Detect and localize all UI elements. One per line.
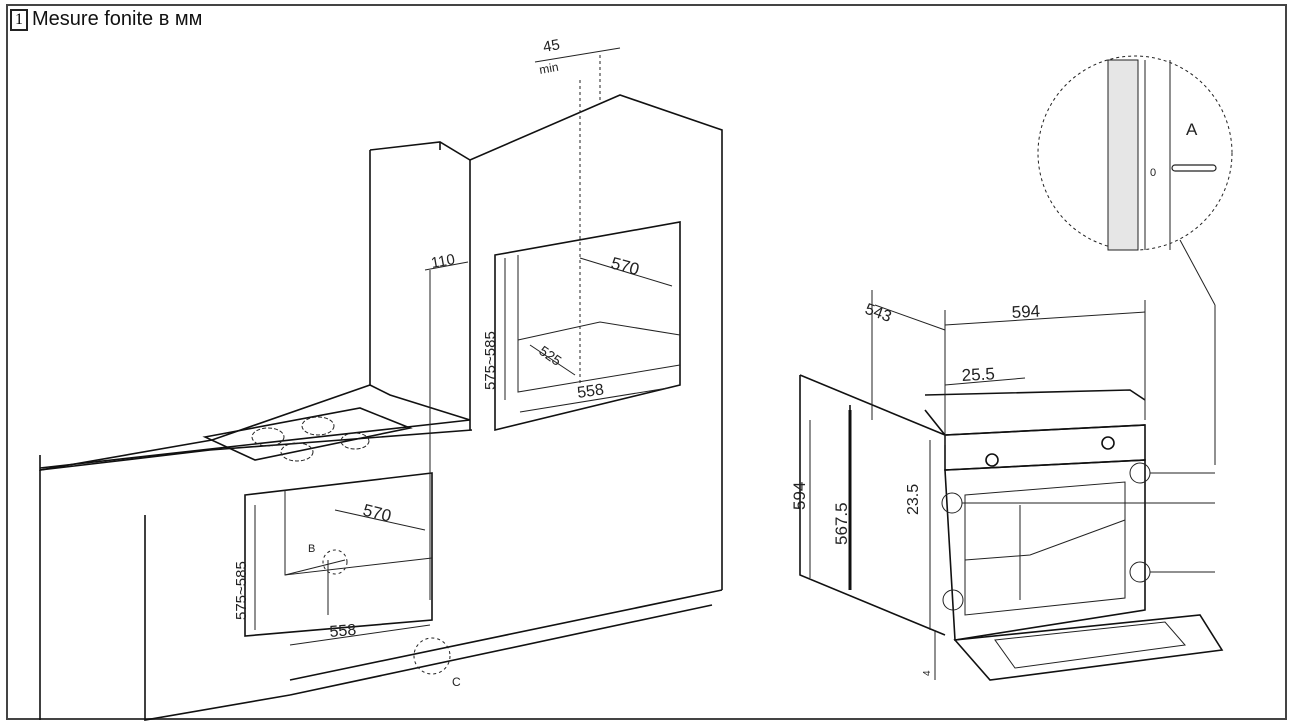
burner-icon — [301, 416, 335, 436]
marker-c: C — [452, 675, 461, 689]
dim-oven-foot: 4 — [922, 670, 933, 676]
knob-icon — [985, 453, 999, 467]
detail-a-magnifier — [1037, 55, 1233, 465]
figure-frame — [6, 4, 1287, 720]
burner-icon — [251, 427, 285, 447]
dim-upper-height: 575~585 — [482, 331, 499, 390]
dim-oven-depth: 543 — [863, 301, 894, 326]
oven-dimensions — [809, 290, 1146, 680]
oven-unit — [799, 374, 1224, 681]
dim-oven-width: 594 — [1011, 302, 1040, 322]
oven-door — [953, 614, 1224, 681]
dim-side: 110 — [430, 251, 457, 272]
dim-lower-width: 558 — [329, 622, 357, 641]
control-panel — [944, 424, 1146, 471]
dim-oven-inner-height: 567.5 — [832, 502, 851, 545]
dim-lower-height: 575~585 — [233, 561, 250, 620]
figure-number: 1 — [10, 8, 28, 31]
detail-b-circle — [322, 549, 348, 575]
dim-oven-height: 594 — [790, 482, 809, 510]
dim-oven-panel: 25.5 — [961, 364, 995, 385]
dim-upper-depth: 570 — [609, 254, 641, 280]
dim-lower-depth: 570 — [361, 500, 393, 525]
marker-a: A — [1186, 120, 1198, 139]
figure-header: 1 Mesure fonite в мм — [10, 8, 202, 31]
cabinet-dimensions — [254, 47, 673, 646]
dim-top-gap-note: min — [538, 60, 559, 77]
dim-upper-width: 558 — [576, 381, 605, 402]
marker-b: B — [308, 543, 315, 555]
knob-icon — [1101, 436, 1115, 450]
detail-c-circle — [413, 637, 451, 675]
burner-icon — [340, 432, 370, 450]
dim-top-gap: 45 — [542, 36, 561, 56]
dim-oven-gap: 23.5 — [905, 484, 922, 515]
figure-title: Mesure fonite в мм — [32, 8, 203, 30]
cooktop — [202, 407, 413, 461]
kitchen-cabinet — [39, 55, 723, 721]
burner-icon — [280, 442, 314, 462]
marker-a-zero: 0 — [1150, 167, 1156, 179]
screw-icon — [1171, 164, 1217, 172]
